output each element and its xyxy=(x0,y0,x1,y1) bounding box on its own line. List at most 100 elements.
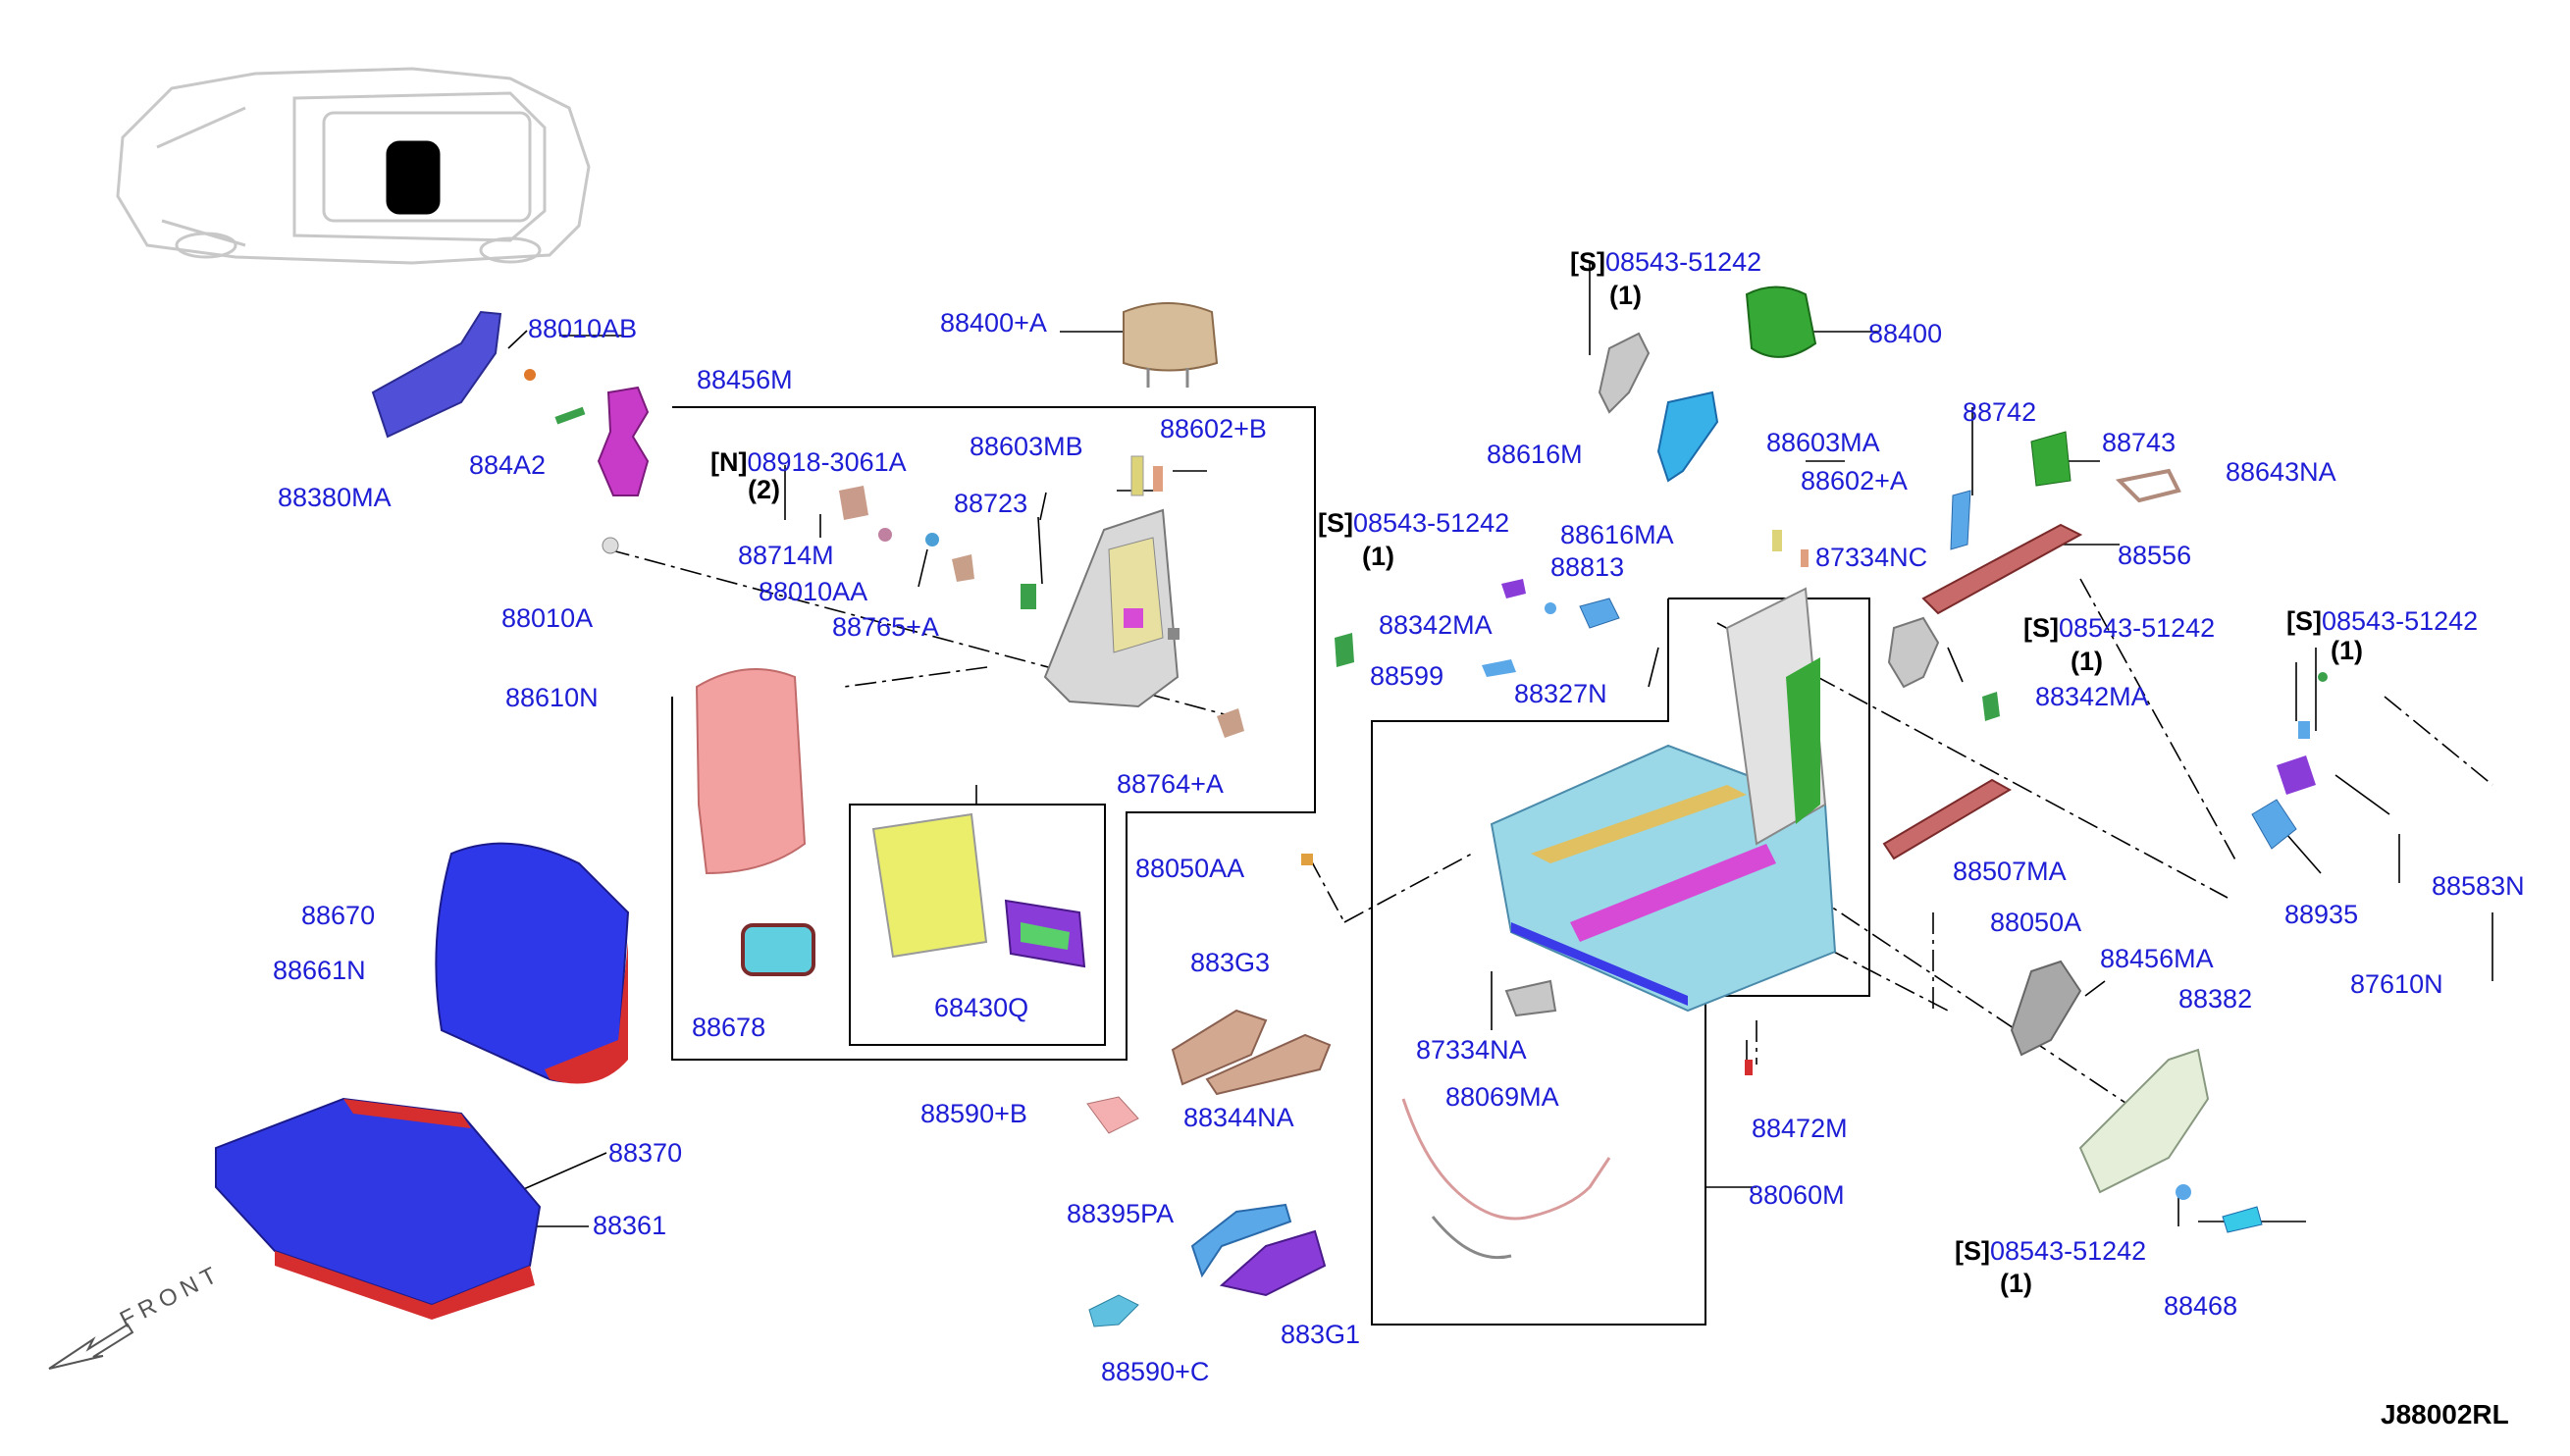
label-88743[interactable]: 88743 xyxy=(2102,428,2177,457)
part-88678-shape[interactable] xyxy=(741,923,815,976)
part-88069MA-shape[interactable] xyxy=(1401,1098,1611,1221)
part-88765A-shape[interactable] xyxy=(952,554,974,582)
label-88590C[interactable]: 88590+C xyxy=(1101,1357,1210,1386)
label-883G3[interactable]: 883G3 xyxy=(1190,948,1271,977)
label-88603MB[interactable]: 88603MB xyxy=(970,432,1083,461)
label-88602B[interactable]: 88602+B xyxy=(1160,414,1267,443)
label-88344NA[interactable]: 88344NA xyxy=(1183,1103,1294,1132)
label-88583N[interactable]: 88583N xyxy=(2432,871,2525,901)
label-88472M[interactable]: 88472M xyxy=(1752,1114,1848,1143)
label-88050AA[interactable]: 88050AA xyxy=(1135,854,1245,883)
label-88602A[interactable]: 88602+A xyxy=(1801,466,1908,495)
label-88661N[interactable]: 88661N xyxy=(273,956,366,985)
part-88723-shape[interactable] xyxy=(1021,584,1036,609)
part-88616M-shape[interactable] xyxy=(1598,332,1651,414)
part-S-bottom-screw[interactable] xyxy=(2176,1184,2191,1200)
label-88361[interactable]: 88361 xyxy=(593,1211,667,1240)
part-88935-shape[interactable] xyxy=(2251,799,2297,850)
part-87334NA-shape[interactable] xyxy=(1504,979,1557,1017)
label-88069MA[interactable]: 88069MA xyxy=(1445,1082,1559,1112)
label-88456MA[interactable]: 88456MA xyxy=(2100,944,2214,973)
label-S-08543-far[interactable]: [S]08543-51242 xyxy=(2286,606,2479,636)
part-884A2-shape[interactable] xyxy=(554,406,586,425)
part-88590B-shape[interactable] xyxy=(1086,1096,1139,1134)
part-88743-shape[interactable] xyxy=(2030,431,2072,487)
label-88714M[interactable]: 88714M xyxy=(738,541,834,570)
label-87610N[interactable]: 87610N xyxy=(2350,969,2443,999)
part-88327N-shape[interactable] xyxy=(1579,598,1620,629)
label-87334NA[interactable]: 87334NA xyxy=(1416,1035,1527,1065)
label-S-08543-mid[interactable]: [S]08543-51242 xyxy=(1318,508,1510,538)
label-08918-3061A[interactable]: [N]08918-3061A xyxy=(710,447,907,477)
label-88813[interactable]: 88813 xyxy=(1550,552,1625,582)
part-88602A-shape[interactable] xyxy=(1801,549,1809,567)
label-88507MA[interactable]: 88507MA xyxy=(1953,857,2067,886)
label-88400A[interactable]: 88400+A xyxy=(940,308,1047,338)
part-88610N-shape[interactable] xyxy=(695,668,807,875)
part-88344NA-shape[interactable] xyxy=(1205,1033,1332,1096)
part-88010A-shape[interactable] xyxy=(602,537,619,554)
label-88327N[interactable]: 88327N xyxy=(1514,679,1607,708)
part-88590C-shape[interactable] xyxy=(1088,1294,1139,1327)
label-88610N[interactable]: 88610N xyxy=(505,683,599,712)
part-88507MA-shape[interactable] xyxy=(1882,778,2013,860)
part-88382-shape[interactable] xyxy=(2078,1048,2210,1194)
label-88603MA[interactable]: 88603MA xyxy=(1766,428,1880,457)
label-88382[interactable]: 88382 xyxy=(2178,984,2253,1014)
label-88670[interactable]: 88670 xyxy=(301,901,376,930)
label-88050A[interactable]: 88050A xyxy=(1990,908,2082,937)
label-88643NA[interactable]: 88643NA xyxy=(2226,457,2336,487)
label-88468[interactable]: 88468 xyxy=(2164,1291,2238,1321)
label-88342MA-right[interactable]: 88342MA xyxy=(2035,682,2149,711)
part-88468-shape[interactable] xyxy=(2222,1206,2263,1233)
label-88060M[interactable]: 88060M xyxy=(1749,1180,1845,1210)
label-88556[interactable]: 88556 xyxy=(2118,541,2192,570)
label-87334NC[interactable]: 87334NC xyxy=(1815,543,1928,572)
part-88380MA-shape[interactable] xyxy=(371,310,502,439)
part-88742-shape[interactable] xyxy=(1950,490,1971,550)
label-88935[interactable]: 88935 xyxy=(2284,900,2359,929)
part-88472M-shape[interactable] xyxy=(1745,1060,1753,1075)
label-88010AB[interactable]: 88010AB xyxy=(528,314,638,343)
label-88764A[interactable]: 88764+A xyxy=(1117,769,1224,799)
label-88616M[interactable]: 88616M xyxy=(1487,440,1583,469)
label-88380MA[interactable]: 88380MA xyxy=(278,483,392,512)
part-883G1-shape[interactable] xyxy=(1219,1229,1327,1297)
part-88370-shape[interactable] xyxy=(215,1097,542,1307)
label-68430Q[interactable]: 68430Q xyxy=(934,993,1029,1022)
part-88342MA-r-shape[interactable] xyxy=(1982,692,2000,721)
label-S-08543-bottom[interactable]: [S]08543-51242 xyxy=(1955,1236,2147,1266)
part-87334NC-shape[interactable] xyxy=(1887,616,1940,689)
label-88590B[interactable]: 88590+B xyxy=(920,1099,1027,1128)
part-88813-shape[interactable] xyxy=(1501,579,1526,598)
part-87610N-shape[interactable] xyxy=(2277,755,2316,795)
part-88603MA-shape[interactable] xyxy=(1772,530,1782,551)
part-88599-shape[interactable] xyxy=(1482,659,1516,677)
part-88616MA-shape[interactable] xyxy=(1656,390,1719,483)
label-88599[interactable]: 88599 xyxy=(1370,661,1444,691)
label-88616MA[interactable]: 88616MA xyxy=(1560,520,1674,549)
part-88764A-shape[interactable] xyxy=(1217,708,1244,738)
label-88678[interactable]: 88678 xyxy=(692,1013,766,1042)
part-88050AA-shape[interactable] xyxy=(1301,854,1313,865)
part-88395PA-shape[interactable] xyxy=(1190,1203,1292,1278)
part-88456M-shape[interactable] xyxy=(597,386,650,496)
part-88400-shape[interactable] xyxy=(1745,286,1817,358)
part-88456MA-shape[interactable] xyxy=(2010,960,2082,1057)
part-88714M-shape[interactable] xyxy=(839,486,868,520)
part-88342MA-l-shape[interactable] xyxy=(1335,633,1354,667)
label-88456M[interactable]: 88456M xyxy=(697,365,793,394)
label-S-08543-top[interactable]: [S]08543-51242 xyxy=(1570,247,1762,277)
label-88010A[interactable]: 88010A xyxy=(501,603,594,633)
label-884A2[interactable]: 884A2 xyxy=(469,450,547,480)
label-88723[interactable]: 88723 xyxy=(954,489,1028,518)
part-08918-shape[interactable] xyxy=(925,533,939,546)
part-88670-shape[interactable] xyxy=(435,842,630,1083)
label-88400[interactable]: 88400 xyxy=(1868,319,1943,348)
part-88010AA-shape[interactable] xyxy=(878,528,892,542)
label-88765A[interactable]: 88765+A xyxy=(832,612,939,642)
label-883G1[interactable]: 883G1 xyxy=(1281,1320,1361,1349)
label-88742[interactable]: 88742 xyxy=(1963,397,2037,427)
part-883G3-shape[interactable] xyxy=(1171,1009,1268,1086)
label-88395PA[interactable]: 88395PA xyxy=(1067,1199,1175,1228)
